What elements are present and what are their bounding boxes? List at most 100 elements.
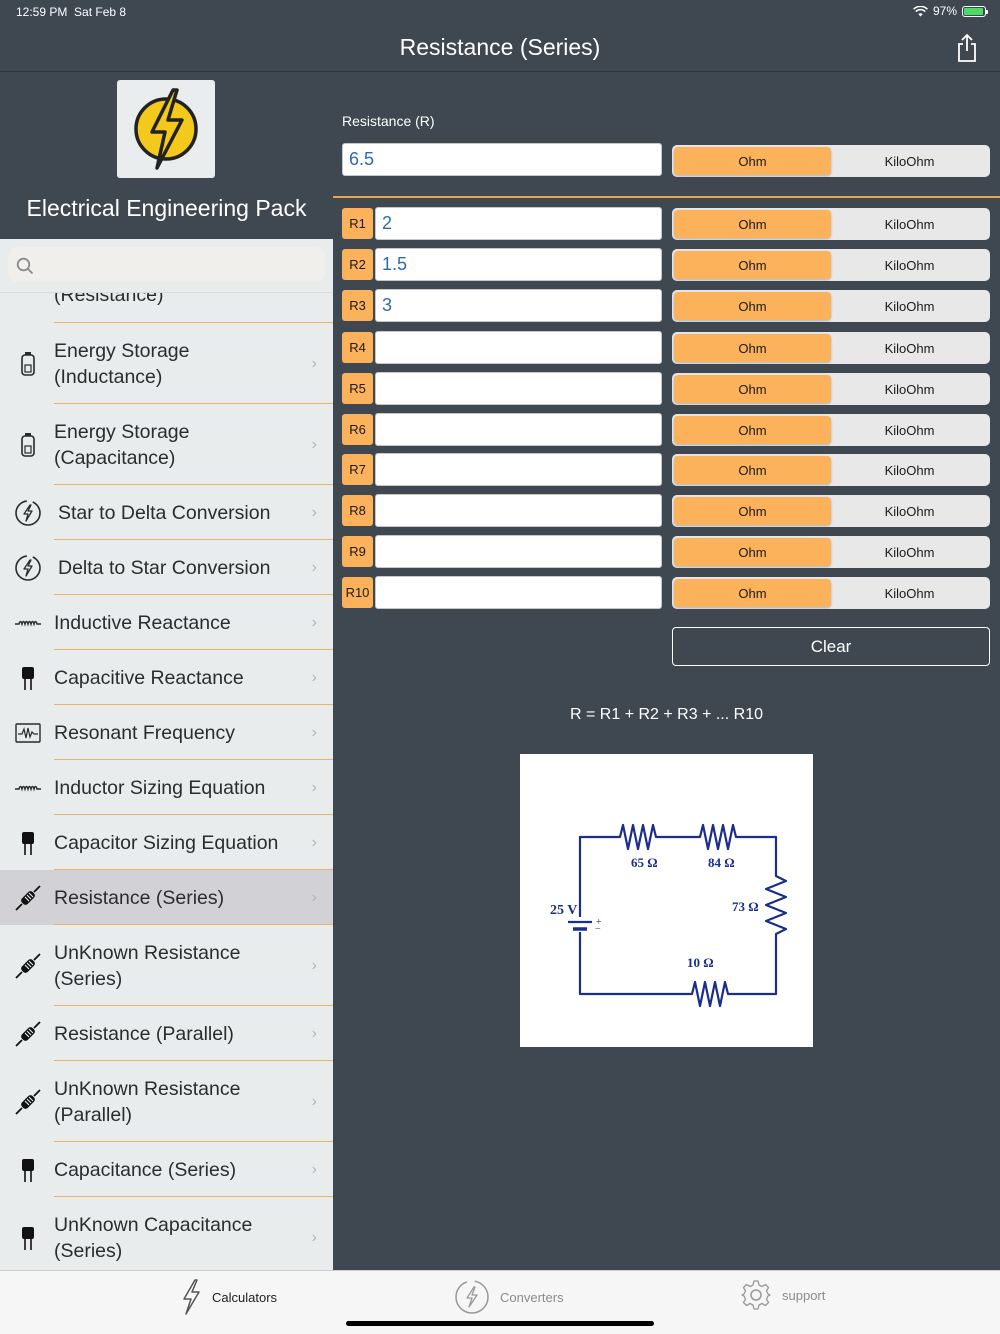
unit-ohm-option[interactable]: Ohm [674,497,831,525]
chevron-right-icon: › [311,613,317,631]
sidebar-item[interactable]: Delta to Star Conversion › [0,540,333,595]
lightning-logo-icon [134,88,198,170]
sidebar-item-label: Energy Storage (Capacitance) [54,420,190,469]
sidebar-item-label: Capacitor Sizing Equation [54,831,279,854]
unit-kiloohm-option[interactable]: KiloOhm [884,216,935,232]
sidebar-item[interactable]: Resistance (Series) › [0,870,333,925]
sidebar-item-label: Resistance (Series) [54,886,225,909]
tab-converters-label: Converters [500,1289,564,1305]
sidebar-item-label: UnKnown Capacitance (Series) [54,1213,253,1262]
chevron-right-icon: › [311,1092,317,1110]
resistor-label-65: 65 Ω [631,855,658,870]
sidebar-item-label: Resonant Frequency [54,721,236,744]
unit-ohm-option[interactable]: Ohm [674,456,831,484]
unit-kiloohm-option[interactable]: KiloOhm [884,585,935,601]
result-field[interactable] [342,143,662,176]
chevron-right-icon: › [311,723,317,741]
result-label: Resistance (R) [342,113,435,129]
resistor-index-badge: R2 [342,249,373,280]
unit-kiloohm-option[interactable]: KiloOhm [884,422,935,438]
plus-label: + [596,917,602,928]
resistor-value-input[interactable] [375,535,662,568]
capacitor-icon [13,828,43,858]
battery-icon [962,5,988,17]
sidebar-item-label: Delta to Star Conversion [58,556,271,579]
unit-ohm-option[interactable]: Ohm [674,579,831,607]
oscilloscope-icon [13,718,43,748]
unit-kiloohm-option[interactable]: KiloOhm [884,462,935,478]
minus-label: − [595,924,601,935]
bolt-circle-icon [13,498,43,528]
sidebar-item[interactable]: UnKnown Resistance (Series)› [0,925,333,1006]
resistor-value-input[interactable] [375,207,662,240]
sidebar-item[interactable]: Resistance (Parallel)› [0,1006,333,1061]
resistor-value-input[interactable] [375,248,662,281]
unit-ohm-option[interactable]: Ohm [674,375,831,403]
time-text: 12:59 PM [16,5,68,19]
share-icon[interactable] [952,32,982,64]
source-voltage-label: 25 V [550,903,577,918]
unit-kiloohm-option[interactable]: KiloOhm [884,381,935,397]
tab-support-label: support [782,1287,826,1303]
resistor-index-badge: R7 [342,454,373,485]
sidebar-item[interactable]: Capacitance (Series)› [0,1142,333,1197]
sidebar-item[interactable]: UnKnown Resistance (Parallel)› [0,1061,333,1142]
resistor-label-73: 73 Ω [732,899,759,914]
home-indicator[interactable] [346,1321,654,1326]
sidebar-item[interactable]: UnKnown Capacitance (Series)› [0,1197,333,1270]
sidebar-item[interactable]: Capacitor Sizing Equation› [0,815,333,870]
resistor-unit-selector: Ohm KiloOhm [672,536,990,568]
series-circuit-drawing: 25 V + − 65 Ω 84 Ω 73 Ω 10 Ω [550,823,788,1008]
unit-kiloohm-option[interactable]: KiloOhm [884,340,935,356]
tab-calculators-label: Calculators [212,1289,278,1305]
search-input[interactable] [8,247,325,282]
resistor-unit-selector: Ohm KiloOhm [672,577,990,609]
unit-kiloohm-option[interactable]: KiloOhm [884,153,935,169]
sidebar-item-label: Capacitive Reactance [54,666,244,689]
inductor-icon [13,773,43,803]
gear-icon [741,1280,771,1310]
unit-ohm-option[interactable]: Ohm [674,292,831,320]
bolt-icon [183,1279,200,1315]
battery-icon [13,349,43,379]
unit-ohm-option[interactable]: Ohm [674,147,831,175]
resistor-icon [13,951,43,981]
tab-support[interactable]: support [740,1279,825,1311]
unit-ohm-option[interactable]: Ohm [674,210,831,238]
clear-button[interactable]: Clear [672,627,990,666]
resistor-value-input[interactable] [375,331,662,364]
app-logo [117,80,215,178]
resistor-value-input[interactable] [375,453,662,486]
resistor-value-input[interactable] [375,576,662,609]
sidebar-item-label: Capacitance (Series) [54,1158,237,1181]
unit-kiloohm-option[interactable]: KiloOhm [884,257,935,273]
chevron-right-icon: › [311,354,317,372]
sidebar-item[interactable]: Star to Delta Conversion› [0,485,333,540]
resistor-value-input[interactable] [375,372,662,405]
unit-ohm-option[interactable]: Ohm [674,538,831,566]
resistor-value-input[interactable] [375,413,662,446]
chevron-right-icon: › [311,956,317,974]
chevron-right-icon: › [311,558,317,576]
unit-kiloohm-option[interactable]: KiloOhm [884,503,935,519]
chevron-right-icon: › [311,888,317,906]
unit-ohm-option[interactable]: Ohm [674,251,831,279]
tab-converters[interactable]: Converters [454,1279,564,1315]
sidebar-item[interactable]: Inductor Sizing Equation› [0,760,333,815]
resistor-value-input[interactable] [375,494,662,527]
unit-kiloohm-option[interactable]: KiloOhm [884,544,935,560]
sidebar-item[interactable]: Energy Storage (Inductance)› [0,323,333,404]
divider [333,196,1000,198]
sidebar-item[interactable]: Resonant Frequency › [0,705,333,760]
sidebar-item[interactable]: Inductive Reactance› [0,595,333,650]
capacitor-icon [13,663,43,693]
chevron-right-icon: › [311,435,317,453]
tab-calculators[interactable]: Calculators [180,1279,277,1315]
chevron-right-icon: › [311,668,317,686]
sidebar-item[interactable]: Energy Storage (Capacitance) › [0,404,333,485]
sidebar-item[interactable]: Capacitive Reactance › [0,650,333,705]
unit-ohm-option[interactable]: Ohm [674,416,831,444]
unit-kiloohm-option[interactable]: KiloOhm [884,298,935,314]
unit-ohm-option[interactable]: Ohm [674,334,831,362]
resistor-value-input[interactable] [375,289,662,322]
